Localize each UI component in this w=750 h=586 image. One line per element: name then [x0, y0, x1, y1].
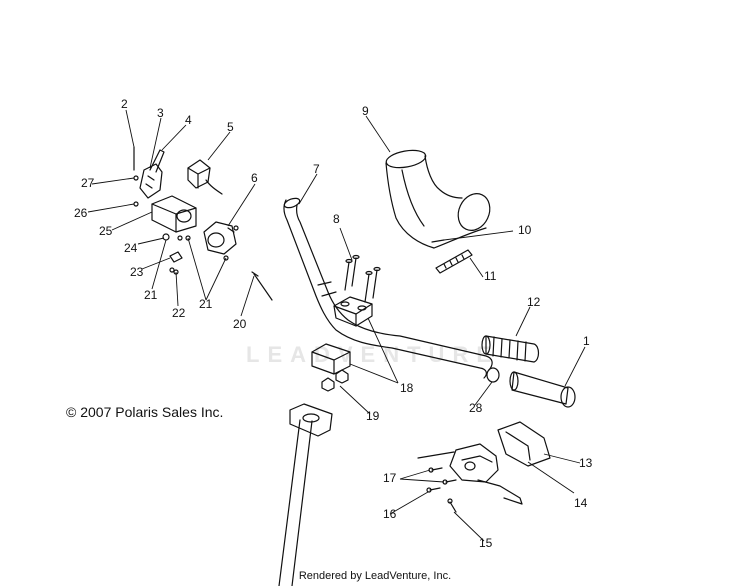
render-credit: Rendered by LeadVenture, Inc.: [298, 570, 452, 582]
switch-5: [187, 159, 223, 195]
brake-lever-assembly: [417, 443, 523, 505]
callout-22: 22: [172, 306, 186, 320]
callout-14: 14: [574, 496, 588, 510]
callout-26: 26: [74, 206, 88, 220]
cable-20: [251, 271, 273, 301]
grip-left: [481, 335, 540, 363]
callout-5: 5: [227, 120, 234, 134]
copyright-notice: © 2007 Polaris Sales Inc.: [66, 404, 224, 420]
callout-20: 20: [233, 317, 247, 331]
housing-6: [203, 221, 237, 255]
callout-21-right: 21: [199, 297, 213, 311]
clamp-nuts: [321, 369, 349, 392]
callout-6: 6: [251, 171, 258, 185]
callout-15: 15: [479, 536, 493, 550]
callout-2: 2: [121, 97, 128, 111]
callout-25: 25: [99, 224, 113, 238]
callout-3: 3: [157, 106, 164, 120]
handlebar-clamp-lower: [311, 343, 351, 375]
callout-11: 11: [484, 269, 497, 283]
callout-19: 19: [366, 409, 380, 423]
handlebar-clamp-upper: [333, 296, 373, 327]
grip-spacer: [486, 367, 500, 383]
throttle-housing-cover: [497, 421, 551, 467]
plate-4: [149, 149, 165, 173]
callout-4: 4: [185, 113, 192, 127]
callout-10: 10: [518, 223, 532, 237]
housing-25: [151, 195, 197, 233]
handlebar-pad: [385, 149, 491, 249]
grip-right: [509, 371, 576, 408]
callout-17: 17: [383, 471, 397, 485]
callout-24: 24: [124, 241, 138, 255]
callout-7: 7: [313, 162, 320, 176]
callout-27: 27: [81, 176, 95, 190]
callout-8: 8: [333, 212, 340, 226]
callout-21-left: 21: [144, 288, 158, 302]
handlebar-tube: [283, 197, 493, 379]
callout-23: 23: [130, 265, 144, 279]
small-fasteners: [133, 175, 239, 275]
callout-1: 1: [583, 334, 590, 348]
watermark-text: LEADVENTURE: [246, 342, 500, 367]
callout-16: 16: [383, 507, 397, 521]
callout-9: 9: [362, 104, 369, 118]
steering-post: [278, 403, 333, 586]
callout-28: 28: [469, 401, 483, 415]
pad-screw: [431, 239, 445, 243]
callout-12: 12: [527, 295, 541, 309]
clamp-bolts: [344, 254, 381, 303]
lever-screws: [426, 467, 457, 513]
pad-strap: [435, 249, 473, 274]
mount-bracket-3: [139, 163, 163, 199]
callout-18: 18: [400, 381, 414, 395]
leader-lines: [87, 109, 586, 542]
callout-13: 13: [579, 456, 593, 470]
